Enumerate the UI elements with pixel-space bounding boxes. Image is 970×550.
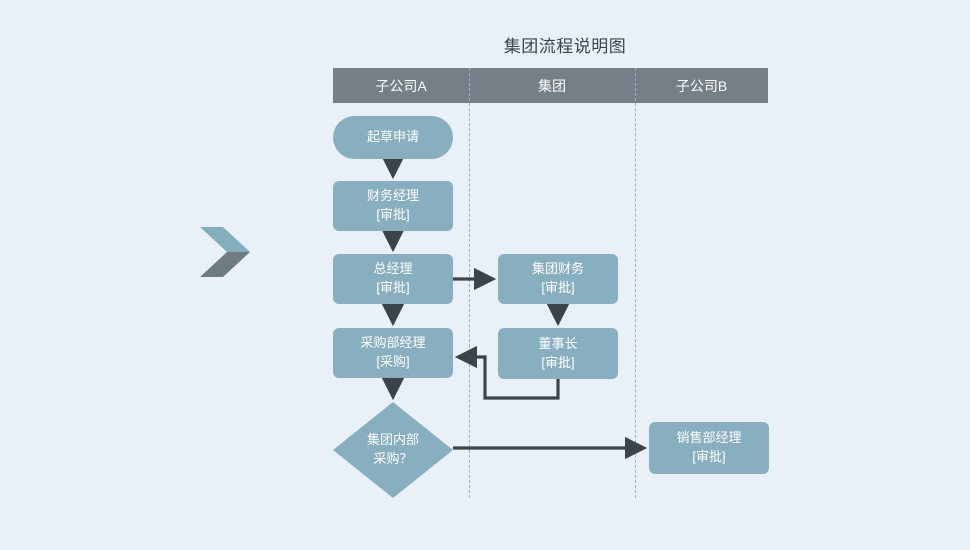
node-group-finance[interactable]: 集团财务 [审批] [498, 254, 618, 304]
node-internal-purchase-decision-label: 集团内部 [366, 432, 419, 448]
node-general-manager[interactable]: 总经理 [审批] [333, 254, 453, 304]
node-internal-purchase-decision-question: 采购？ [373, 451, 413, 466]
lane-divider-a-group [469, 68, 470, 498]
node-group-finance-label: 集团财务 [531, 261, 584, 277]
chevron-right-icon [195, 222, 255, 282]
node-chairman[interactable]: 董事长 [审批] [498, 328, 618, 379]
node-general-manager-action: [审批] [376, 280, 410, 295]
node-finance-manager[interactable]: 财务经理 [审批] [333, 181, 453, 231]
swimlane-header: 子公司A 集团 子公司B [333, 68, 768, 103]
node-internal-purchase-decision[interactable]: 集团内部 采购？ [333, 402, 453, 498]
node-chairman-label: 董事长 [538, 335, 578, 351]
node-purchasing-manager[interactable]: 采购部经理 [采购] [333, 328, 453, 378]
page-title-text: 集团流程说明图 [503, 37, 627, 56]
node-group-finance-action: [审批] [541, 280, 575, 295]
node-general-manager-label: 总经理 [373, 261, 413, 277]
lane-header-subsidiary-b: 子公司B [675, 77, 728, 94]
lane-divider-group-b [635, 68, 636, 498]
lane-header-group: 集团 [538, 77, 566, 94]
node-purchasing-manager-action: [采购] [376, 354, 410, 369]
node-finance-manager-label: 财务经理 [366, 188, 419, 204]
node-draft-application-label: 起草申请 [366, 129, 419, 145]
node-purchasing-manager-label: 采购部经理 [360, 335, 426, 351]
node-sales-manager[interactable]: 销售部经理 [审批] [649, 422, 769, 474]
node-chairman-action: [审批] [541, 354, 575, 370]
lane-header-subsidiary-a: 子公司A [375, 77, 427, 94]
node-finance-manager-action: [审批] [376, 207, 410, 222]
page-title: 集团流程说明图 [0, 32, 970, 57]
node-draft-application[interactable]: 起草申请 [333, 116, 453, 159]
node-sales-manager-label: 销售部经理 [676, 430, 742, 446]
node-sales-manager-action: [审批] [692, 449, 726, 464]
